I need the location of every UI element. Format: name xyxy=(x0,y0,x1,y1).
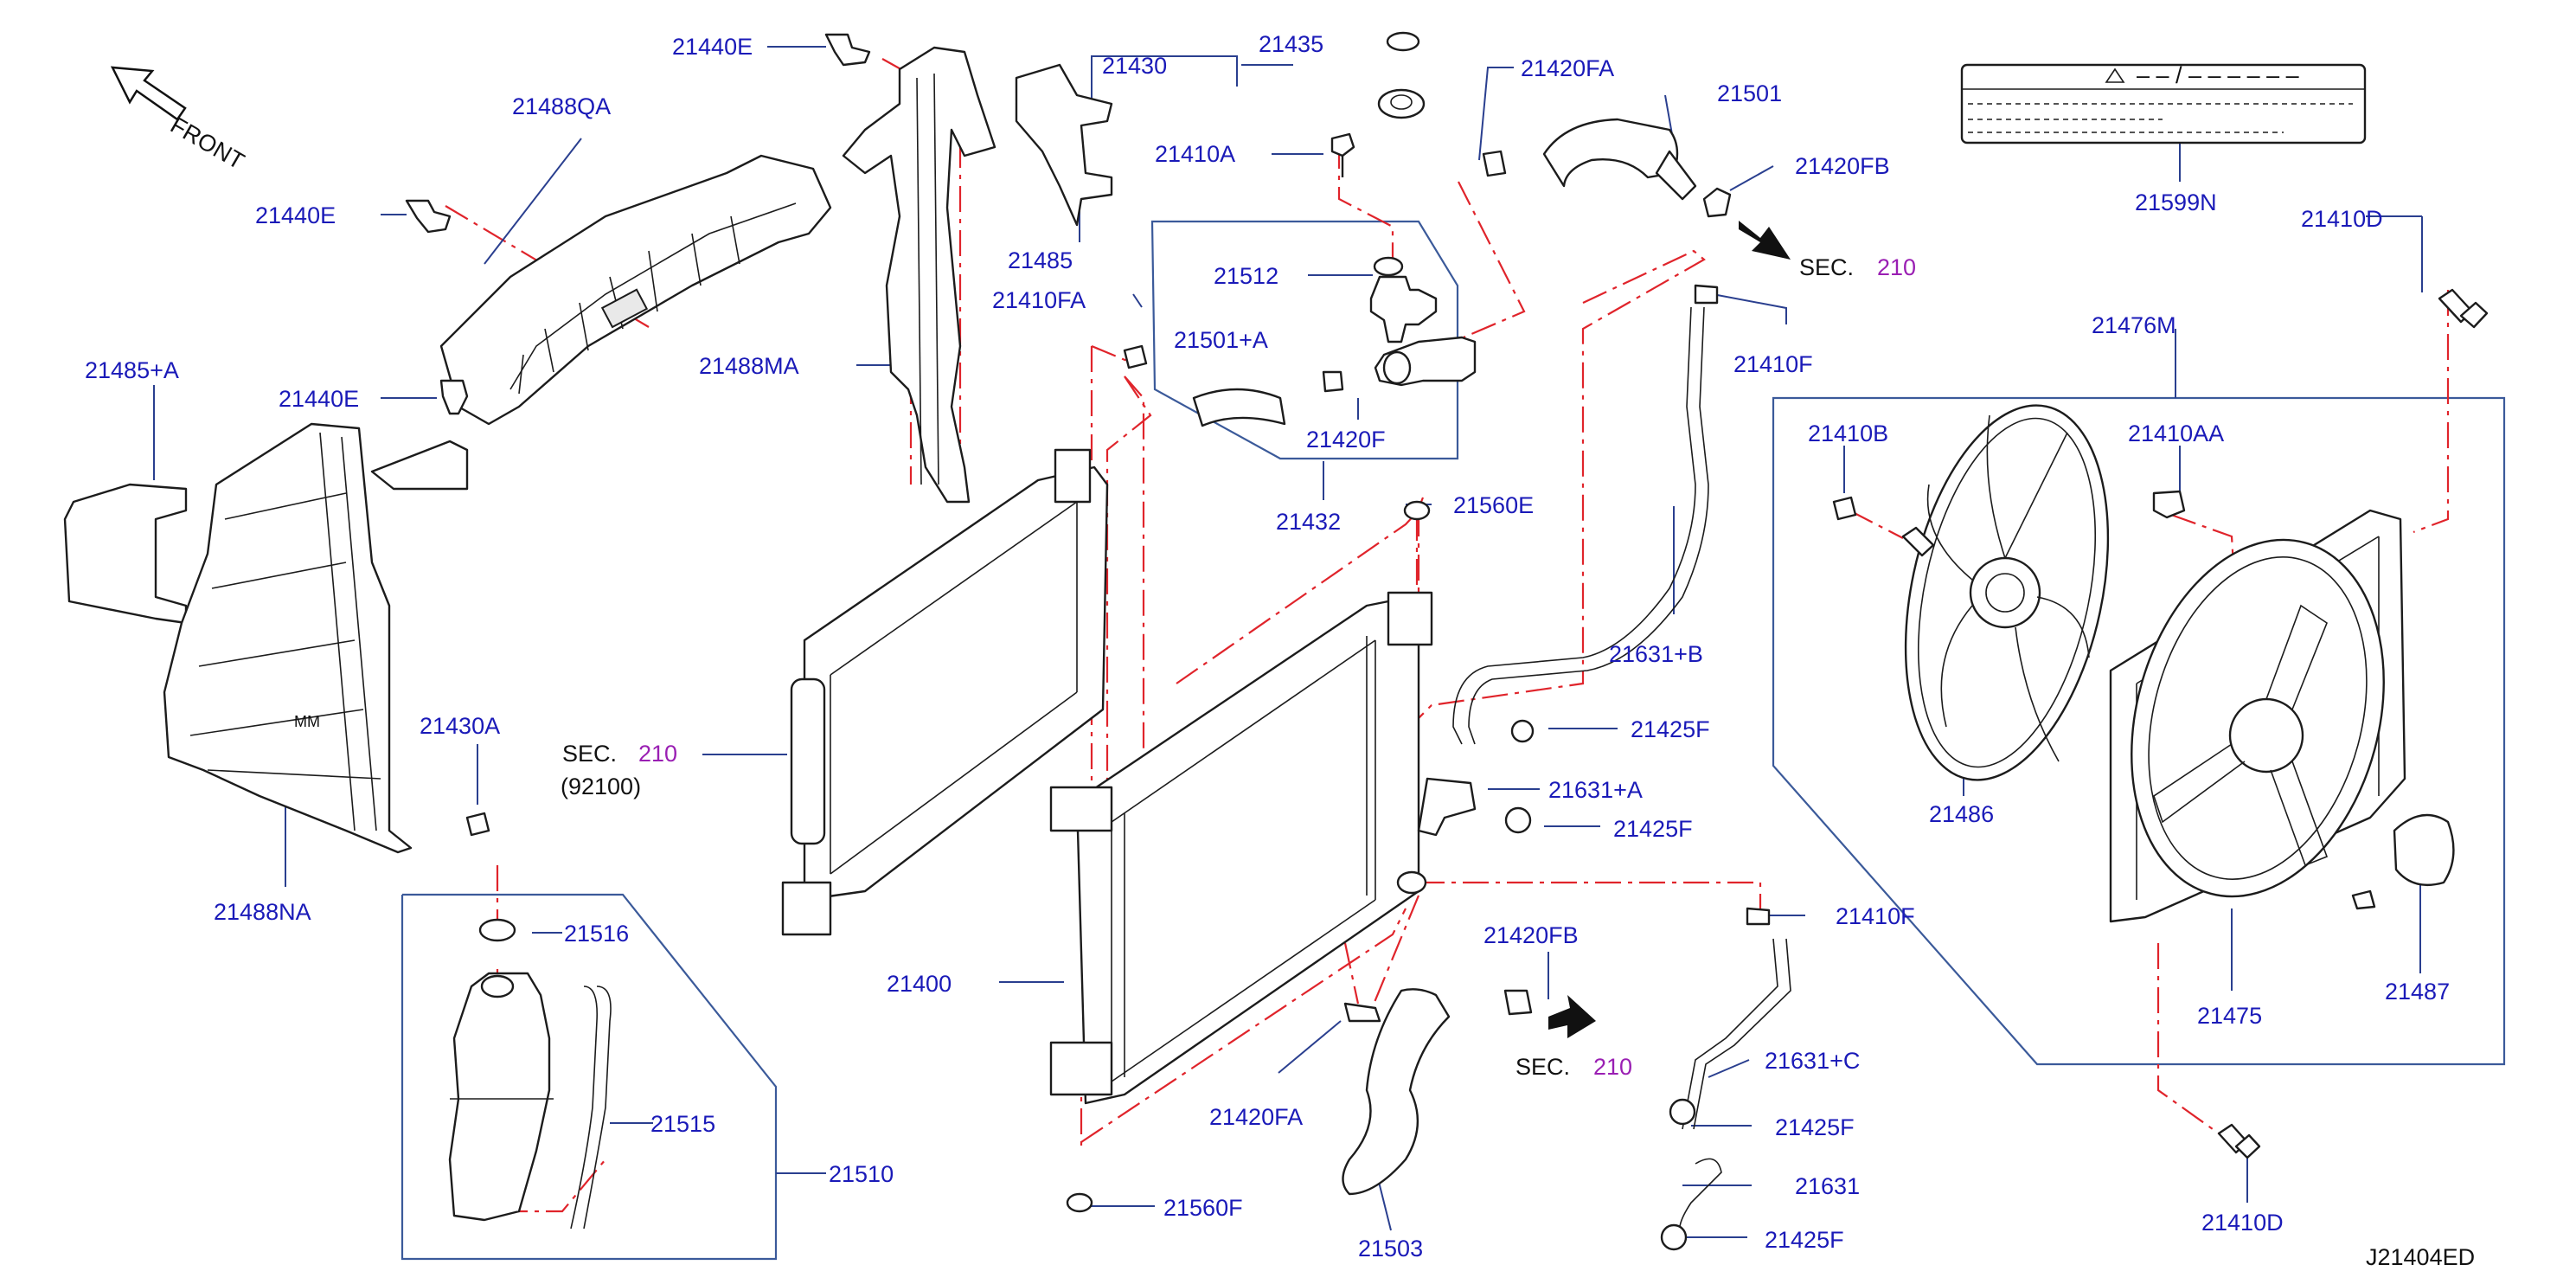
section-ref-upper-hose: SEC. 210 xyxy=(1799,254,1916,280)
part-label: 21432 xyxy=(1276,509,1341,535)
part-label: 21420FA xyxy=(1209,1104,1303,1130)
part-label: 21430 xyxy=(1102,53,1167,79)
part-label: 21631 xyxy=(1795,1173,1860,1199)
svg-text:210: 210 xyxy=(1877,254,1916,280)
caution-label-note: – – / – – – – – – xyxy=(2137,62,2299,88)
svg-text:(92100): (92100) xyxy=(561,774,641,799)
part-label: 21425F xyxy=(1613,816,1693,842)
part-label: 21410F xyxy=(1836,903,1915,929)
part-label: 21410F xyxy=(1733,351,1813,377)
drawing-id: J21404ED xyxy=(2366,1244,2475,1270)
part-label: 21410D xyxy=(2201,1210,2284,1236)
section-ref-condenser: SEC. 210 (92100) xyxy=(561,741,787,799)
part-label: 21420FB xyxy=(1795,153,1890,179)
part-label: 21503 xyxy=(1358,1236,1423,1262)
caution-label-plate xyxy=(1960,63,2367,144)
part-label: 21425F xyxy=(1631,716,1710,742)
part-label: 21420FB xyxy=(1483,922,1579,948)
part-label: 21560E xyxy=(1453,492,1534,518)
front-arrow-icon xyxy=(110,66,187,121)
part-label: 21435 xyxy=(1259,31,1323,57)
clip-icon xyxy=(405,33,871,415)
part-label: 21560F xyxy=(1163,1195,1243,1221)
part-label: 21440E xyxy=(672,34,753,60)
lower-hose-part xyxy=(1066,988,1596,1213)
part-label: 21410A xyxy=(1155,141,1235,167)
upper-hose-part xyxy=(1482,118,1791,260)
center-air-guide-part xyxy=(842,46,1113,504)
section-ref-lower-hose: SEC. 210 xyxy=(1515,1054,1632,1080)
filler-neck-assembly-part xyxy=(1123,31,1477,427)
fan-shroud-part xyxy=(2109,509,2455,923)
part-label: 21512 xyxy=(1214,263,1278,289)
part-label: 21410D xyxy=(2301,206,2383,232)
part-label: 21425F xyxy=(1765,1227,1844,1253)
part-label: 21599N xyxy=(2135,189,2217,215)
part-label: 21476M xyxy=(2092,312,2176,338)
part-label: 21410B xyxy=(1808,421,1888,446)
reservoir-tank-part xyxy=(448,812,612,1229)
part-label: 21631+B xyxy=(1609,641,1703,667)
part-label: 21488MA xyxy=(699,353,799,379)
svg-text:MM: MM xyxy=(294,713,320,730)
svg-text:210: 210 xyxy=(638,741,677,767)
side-air-guide-part: MM xyxy=(63,422,413,854)
filler-neck-group-box xyxy=(1150,220,1459,460)
cooling-fan-part xyxy=(1832,404,2186,781)
part-label: 21515 xyxy=(650,1111,715,1137)
svg-text:210: 210 xyxy=(1593,1054,1632,1080)
radiator-part xyxy=(1049,500,1433,1105)
part-labels: 21440E 21488QA 21440E 21485+A 21440E 214… xyxy=(85,31,2450,1262)
part-label: 21488NA xyxy=(214,899,311,925)
part-label: 21488QA xyxy=(512,93,611,119)
part-label: 21631+C xyxy=(1765,1048,1860,1074)
part-label: 21501 xyxy=(1717,80,1782,106)
bolt-icon xyxy=(1901,288,2489,1159)
part-label: 21430A xyxy=(420,713,500,739)
part-label: 21501+A xyxy=(1174,327,1268,353)
part-label: 21420F xyxy=(1306,427,1386,453)
part-label: 21487 xyxy=(2385,979,2450,1005)
part-label: 21440E xyxy=(255,202,336,228)
svg-text:SEC.: SEC. xyxy=(562,741,617,767)
front-label: FRONT xyxy=(166,112,249,174)
fan-assembly-group-box xyxy=(1772,396,2506,1066)
bypass-hose-part xyxy=(1660,907,1791,1251)
part-label: 21400 xyxy=(887,971,952,997)
reservoir-hose-part xyxy=(1417,284,1719,837)
part-label: 21631+A xyxy=(1548,777,1643,803)
part-label: 21485 xyxy=(1008,247,1073,273)
part-label: 21410FA xyxy=(992,287,1086,313)
condenser-part xyxy=(781,448,1109,936)
part-label: 21516 xyxy=(564,921,629,947)
upper-air-guide-part xyxy=(370,154,832,491)
part-label: 21420FA xyxy=(1521,55,1614,81)
svg-text:SEC.: SEC. xyxy=(1799,254,1854,280)
part-label: 21425F xyxy=(1775,1114,1855,1140)
part-label: 21440E xyxy=(279,386,359,412)
part-label: 21486 xyxy=(1929,801,1994,827)
part-label: 21485+A xyxy=(85,357,179,383)
part-label: 21475 xyxy=(2197,1003,2262,1029)
svg-text:SEC.: SEC. xyxy=(1515,1054,1570,1080)
part-label: 21410AA xyxy=(2128,421,2224,446)
part-label: 21510 xyxy=(829,1161,894,1187)
